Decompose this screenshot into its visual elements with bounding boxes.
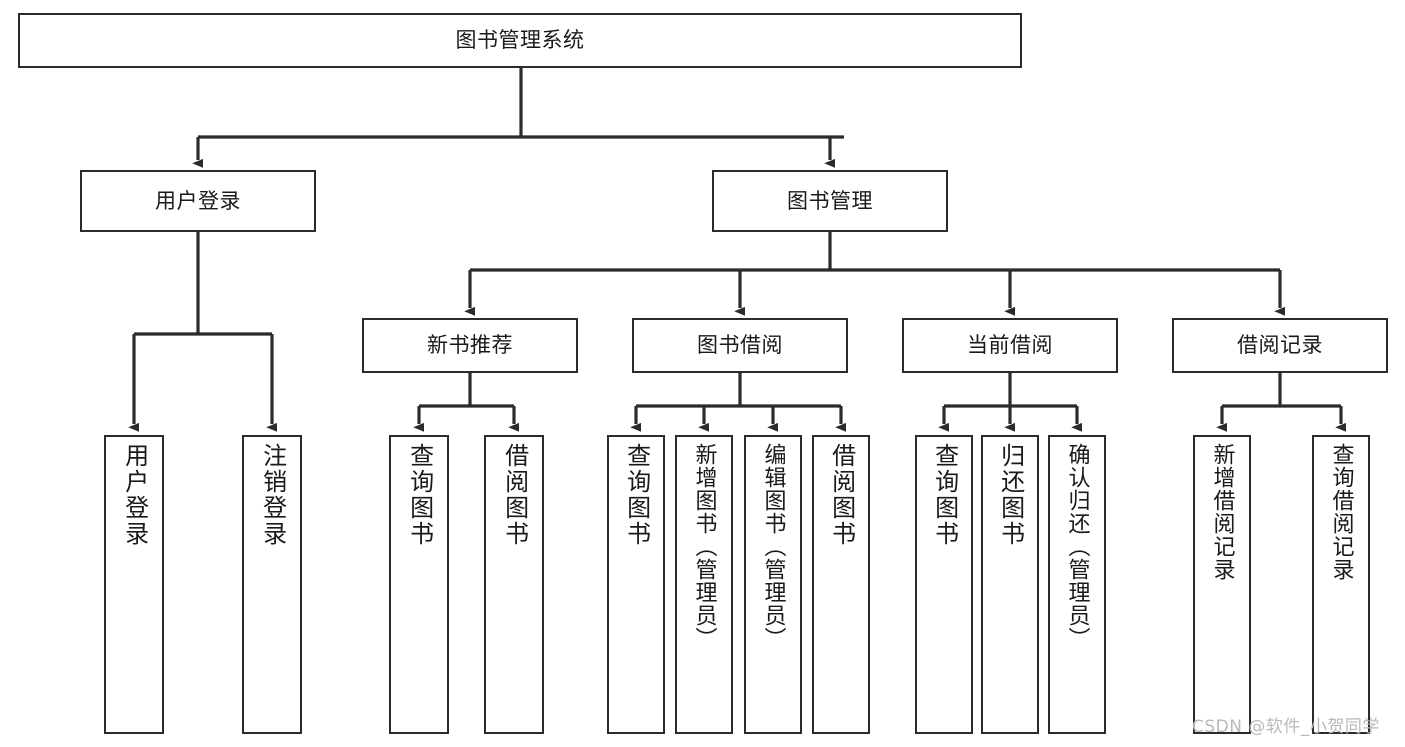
node-book-manage-label: 图书管理	[787, 188, 873, 213]
node-root[interactable]: 图书管理系统	[18, 13, 1022, 68]
leaf-user-login[interactable]: 用户登录	[104, 435, 164, 734]
leaf-confirm-return[interactable]: 确认归还（管理员）	[1048, 435, 1106, 734]
leaf-query-book-a-label: 查询图书	[405, 443, 434, 547]
node-root-label: 图书管理系统	[455, 28, 585, 53]
node-borrow-record[interactable]: 借阅记录	[1172, 318, 1388, 373]
leaf-query-book-a[interactable]: 查询图书	[389, 435, 449, 734]
leaf-user-login-label: 用户登录	[120, 443, 149, 547]
node-book-borrow-label: 图书借阅	[697, 333, 783, 358]
leaf-query-record-label: 查询借阅记录	[1328, 443, 1354, 581]
leaf-borrow-book-b[interactable]: 借阅图书	[812, 435, 870, 734]
leaf-query-book-c-label: 查询图书	[930, 443, 959, 547]
leaf-borrow-book-a[interactable]: 借阅图书	[484, 435, 544, 734]
leaf-logout-label: 注销登录	[258, 443, 287, 547]
node-current-borrow[interactable]: 当前借阅	[902, 318, 1118, 373]
leaf-query-book-b-label: 查询图书	[622, 443, 651, 547]
node-new-book-recommend[interactable]: 新书推荐	[362, 318, 578, 373]
node-user-login-label: 用户登录	[155, 188, 241, 213]
leaf-borrow-book-a-label: 借阅图书	[500, 443, 529, 547]
leaf-query-book-c[interactable]: 查询图书	[915, 435, 973, 734]
node-new-book-recommend-label: 新书推荐	[427, 333, 513, 358]
node-user-login[interactable]: 用户登录	[80, 170, 316, 232]
leaf-add-record-label: 新增借阅记录	[1209, 443, 1235, 581]
leaf-edit-book[interactable]: 编辑图书（管理员）	[744, 435, 802, 734]
leaf-add-book[interactable]: 新增图书（管理员）	[675, 435, 733, 734]
node-book-manage[interactable]: 图书管理	[712, 170, 948, 232]
leaf-confirm-return-label: 确认归还（管理员）	[1064, 443, 1090, 650]
node-borrow-record-label: 借阅记录	[1237, 333, 1323, 358]
node-current-borrow-label: 当前借阅	[967, 333, 1053, 358]
leaf-add-book-label: 新增图书（管理员）	[691, 443, 717, 650]
leaf-query-book-b[interactable]: 查询图书	[607, 435, 665, 734]
leaf-edit-book-label: 编辑图书（管理员）	[760, 443, 786, 650]
leaf-add-record[interactable]: 新增借阅记录	[1193, 435, 1251, 734]
leaf-return-book[interactable]: 归还图书	[981, 435, 1039, 734]
leaf-borrow-book-b-label: 借阅图书	[827, 443, 856, 547]
watermark-text: CSDN @软件_小贺同学	[1192, 717, 1380, 737]
node-book-borrow[interactable]: 图书借阅	[632, 318, 848, 373]
leaf-return-book-label: 归还图书	[996, 443, 1025, 547]
leaf-query-record[interactable]: 查询借阅记录	[1312, 435, 1370, 734]
leaf-logout[interactable]: 注销登录	[242, 435, 302, 734]
